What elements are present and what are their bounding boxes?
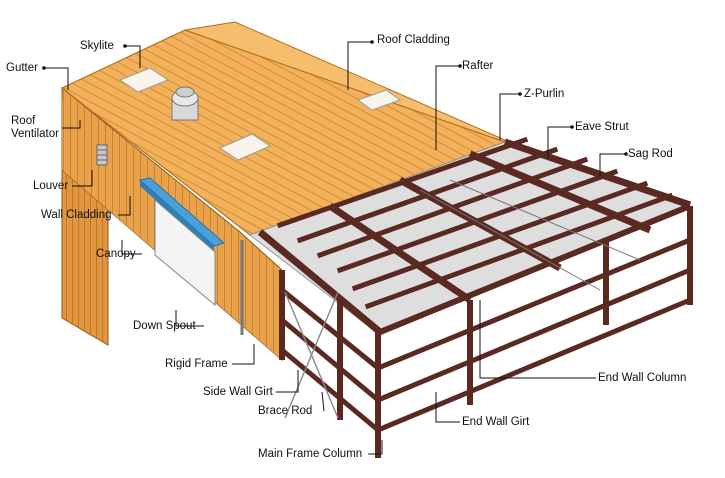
canopy-front: [140, 180, 214, 252]
label-louver: Louver: [33, 180, 69, 192]
leader-dots: [42, 40, 628, 156]
label-wall-cladding: Wall Cladding: [41, 209, 112, 221]
label-roof-ventilator-line1: Roof: [11, 115, 36, 127]
skylight-panel: [356, 89, 402, 111]
label-roof-ventilator-line2: Ventilator: [11, 128, 59, 140]
eave-strut: [378, 203, 692, 335]
sag-rods: [419, 179, 641, 291]
girts: [280, 237, 691, 433]
roof-ventilator: [171, 86, 199, 121]
label-rafter: Rafter: [462, 60, 494, 72]
skylight-panel: [218, 133, 272, 161]
label-side-wall-girt: Side Wall Girt: [203, 386, 273, 398]
label-roof-cladding: Roof Cladding: [377, 34, 450, 46]
skylight-panel: [118, 67, 170, 93]
label-end-wall-girt: End Wall Girt: [462, 416, 530, 428]
leader-lines: [44, 41, 626, 455]
louver: [96, 144, 108, 166]
label-rigid-frame: Rigid Frame: [165, 358, 228, 370]
label-skylite: Skylite: [80, 40, 114, 52]
label-brace-rod: Brace Rod: [258, 405, 313, 417]
label-main-frame-column: Main Frame Column: [258, 448, 363, 460]
label-end-wall-column: End Wall Column: [598, 372, 687, 384]
label-sag-rod: Sag Rod: [628, 148, 673, 160]
roll-up-door: [154, 198, 216, 307]
label-gutter: Gutter: [6, 62, 38, 74]
roof-ridge-half: [184, 21, 506, 143]
brace-rods: [284, 291, 339, 419]
label-down-spout: Down Spout: [133, 320, 196, 332]
label-canopy: Canopy: [96, 248, 136, 260]
label-eave-strut: Eave Strut: [575, 121, 629, 133]
label-z-purlin: Z-Purlin: [524, 88, 565, 100]
